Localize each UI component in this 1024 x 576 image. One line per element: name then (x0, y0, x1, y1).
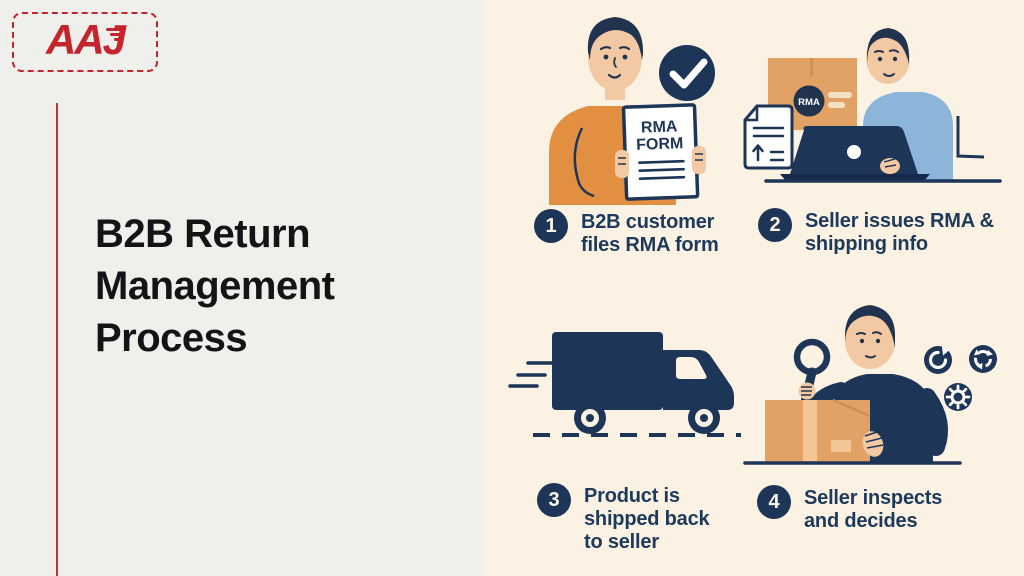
illustration-seller-inspects (743, 305, 997, 465)
logo-speed-line (114, 38, 123, 41)
step-4-label: 4 Seller inspects and decides (757, 485, 969, 533)
wheel (574, 402, 606, 434)
illustration-customer-files-rma: RMA FORM (549, 17, 715, 205)
wheel (688, 402, 720, 434)
page-title: B2B Return Management Process (95, 212, 335, 360)
left-panel: AAJ B2B Return Management Process (0, 0, 483, 576)
logo-speed-line (106, 28, 126, 31)
step-3-text: Product is shipped back to seller (584, 485, 710, 554)
brand-logo-text: AAJ (45, 16, 126, 63)
step-4-text: Seller inspects and decides (804, 487, 943, 533)
illustration-seller-issues-rma: RMA (743, 28, 1002, 183)
hand (862, 430, 884, 457)
brand-logo: AAJ (12, 12, 158, 72)
package-box (765, 398, 871, 463)
step-1-text: B2B customer files RMA form (581, 211, 719, 257)
rma-box-tag: RMA (798, 97, 820, 108)
step-4-number-badge: 4 (757, 485, 791, 519)
check-icon (659, 45, 715, 101)
vertical-accent-line (56, 103, 58, 576)
document-icon (743, 104, 794, 170)
rma-form-title-line2: FORM (636, 135, 684, 154)
rma-form: RMA FORM (621, 103, 700, 201)
hands (615, 146, 706, 178)
illustration-delivery-truck (508, 332, 741, 437)
gear-icon (944, 383, 972, 411)
logo-speed-line (110, 33, 124, 36)
step-3-number-badge: 3 (537, 483, 571, 517)
hand (880, 158, 900, 174)
chair-line (956, 116, 985, 159)
delivery-truck (552, 332, 734, 434)
steps-panel: RMA FORM RMA (483, 0, 1024, 576)
recycle-icon (969, 345, 997, 373)
step-2-text: Seller issues RMA & shipping info (805, 210, 994, 256)
speed-lines (508, 361, 555, 388)
rma-form-title-line1: RMA (641, 118, 678, 136)
step-1-number-badge: 1 (534, 209, 568, 243)
magnifier-icon (793, 338, 831, 407)
step-2-number-badge: 2 (758, 208, 792, 242)
step-1-label: 1 B2B customer files RMA form (534, 209, 741, 257)
step-3-label: 3 Product is shipped back to seller (537, 483, 724, 555)
step-2-label: 2 Seller issues RMA & shipping info (758, 208, 995, 256)
refresh-icon (924, 346, 952, 374)
